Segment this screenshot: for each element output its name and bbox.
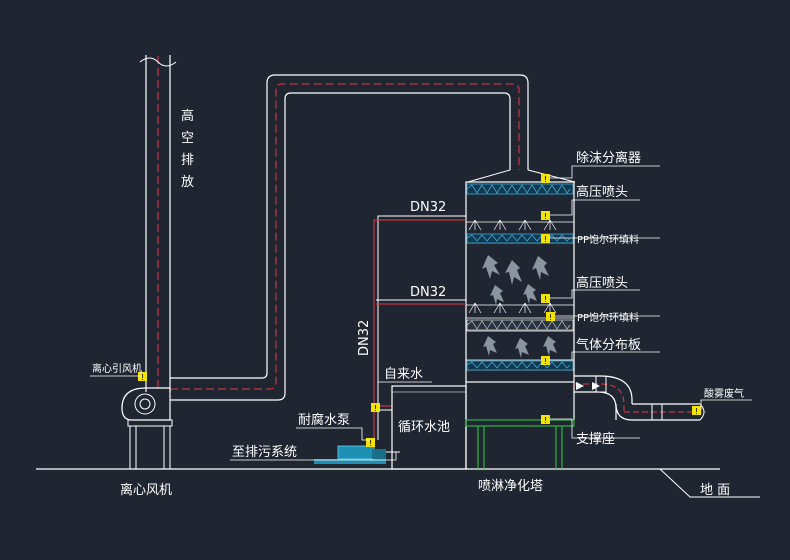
pp-packing-top bbox=[466, 233, 574, 244]
label-dn-vertical: DN32 bbox=[357, 320, 372, 356]
marker-gas-plate: ! bbox=[541, 356, 550, 366]
stack-label: 高 空 排 放 bbox=[181, 108, 194, 190]
label-pump: 耐腐水泵 bbox=[298, 413, 350, 428]
stack-char-4: 放 bbox=[181, 175, 194, 190]
label-pp-fill-mid: PP饱尔环填料 bbox=[577, 311, 639, 324]
gas-distribution-plate bbox=[466, 360, 574, 371]
marker-support: ! bbox=[541, 415, 550, 425]
svg-text:!: ! bbox=[544, 295, 547, 304]
support-base bbox=[465, 419, 575, 469]
label-fan-small: 离心引风机 bbox=[92, 362, 142, 375]
svg-text:!: ! bbox=[544, 212, 547, 221]
svg-text:!: ! bbox=[544, 357, 547, 366]
marker-pump: ! bbox=[366, 438, 375, 448]
airflow-arrows bbox=[482, 255, 557, 358]
svg-text:!: ! bbox=[369, 439, 372, 448]
label-pp-fill-top: PP饱尔环填料 bbox=[577, 233, 639, 246]
exhaust-stack bbox=[139, 55, 177, 392]
label-tap-water: 自来水 bbox=[384, 367, 423, 382]
marker-fan: ! bbox=[138, 372, 147, 382]
circulation-tank bbox=[391, 385, 467, 470]
spray-nozzles-mid bbox=[468, 302, 557, 314]
svg-text:!: ! bbox=[544, 235, 547, 244]
pump bbox=[314, 440, 400, 464]
label-ground: 地 面 bbox=[700, 483, 730, 498]
svg-text:!: ! bbox=[141, 373, 144, 382]
pp-packing-mid bbox=[466, 319, 574, 331]
label-nozzle-mid: 高压喷头 bbox=[576, 275, 628, 291]
leader-lines bbox=[90, 165, 752, 461]
demister-layer bbox=[466, 183, 574, 195]
marker-acid: ! bbox=[692, 406, 701, 416]
label-support: 支撑座 bbox=[576, 432, 615, 447]
centrifugal-fan bbox=[121, 387, 173, 470]
stack-char-1: 高 bbox=[181, 108, 194, 124]
marker-pp-top: ! bbox=[541, 234, 550, 244]
label-dn-top: DN32 bbox=[410, 200, 446, 215]
label-demister: 除沫分离器 bbox=[576, 150, 641, 166]
svg-text:!: ! bbox=[549, 313, 552, 322]
label-tower: 喷淋净化塔 bbox=[478, 479, 543, 494]
label-nozzle-top: 高压喷头 bbox=[576, 184, 628, 200]
marker-nozzle-top: ! bbox=[541, 211, 550, 221]
stack-char-2: 空 bbox=[181, 131, 194, 146]
label-gas-plate: 气体分布板 bbox=[576, 337, 641, 353]
marker-pp-mid: ! bbox=[546, 312, 555, 322]
label-sewer: 至排污系统 bbox=[232, 445, 297, 460]
svg-text:!: ! bbox=[695, 407, 698, 416]
label-dn-mid: DN32 bbox=[410, 285, 446, 300]
spray-nozzles-top bbox=[468, 219, 557, 231]
ground-leader bbox=[659, 468, 760, 498]
water-pipes bbox=[373, 215, 466, 440]
inlet-duct bbox=[574, 375, 706, 421]
svg-text:!: ! bbox=[374, 404, 377, 413]
label-tank: 循环水池 bbox=[398, 420, 450, 435]
marker-demister: ! bbox=[541, 174, 550, 184]
svg-text:!: ! bbox=[544, 175, 547, 184]
marker-tap: ! bbox=[371, 403, 380, 413]
stack-char-3: 排 bbox=[181, 153, 194, 168]
label-fan: 离心风机 bbox=[120, 482, 172, 498]
marker-nozzle-mid: ! bbox=[541, 294, 550, 304]
svg-text:!: ! bbox=[544, 416, 547, 425]
warning-markers: ! ! ! ! ! ! ! ! ! ! ! bbox=[138, 174, 701, 448]
label-acid-gas: 酸雾废气 bbox=[704, 387, 744, 400]
